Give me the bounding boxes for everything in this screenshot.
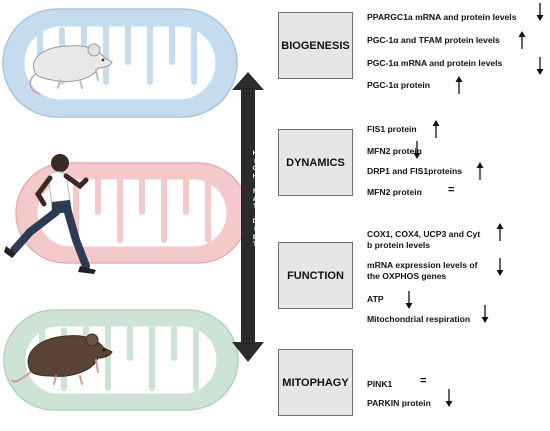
high-fat-diet-arrow-label: H I G H F A T D I E T — [252, 150, 258, 249]
decrease-arrow-icon — [496, 258, 504, 276]
effect-item-text: COX1, COX4, UCP3 and Cyt b protein level… — [367, 229, 481, 250]
category-box-function: FUNCTION — [278, 242, 353, 309]
category-label: FUNCTION — [287, 269, 344, 282]
effect-item: ATP — [367, 294, 384, 305]
category-label: MITOPHAGY — [282, 376, 349, 389]
effect-item-text: Mitochondrial respiration — [367, 314, 471, 324]
effect-item-text: MFN2 protein — [367, 187, 422, 197]
effect-item-text: DRP1 and FIS1proteins — [367, 166, 463, 176]
rat-icon — [11, 333, 113, 385]
mouse-icon — [29, 43, 113, 95]
effect-item: PINK1 — [367, 379, 392, 390]
effect-item-text: PPARGC1a mRNA and protein levels — [367, 12, 517, 22]
no-change-icon: = — [420, 375, 427, 387]
decrease-arrow-icon — [536, 3, 544, 21]
increase-arrow-icon — [496, 223, 504, 241]
effect-item: DRP1 and FIS1proteins — [367, 166, 462, 177]
effect-item-text: ATP — [367, 294, 384, 304]
increase-arrow-icon — [518, 31, 526, 49]
effect-item: COX1, COX4, UCP3 and Cyt b protein level… — [367, 229, 487, 250]
effect-item-text: PGC-1α protein — [367, 80, 431, 90]
effect-item: PGC-1α mRNA and protein levels — [367, 58, 502, 69]
no-change-icon: = — [448, 184, 455, 196]
category-box-dynamics: DYNAMICS — [278, 129, 353, 196]
effect-item-text: PARKIN protein — [367, 398, 431, 408]
effect-item: Mitochondrial respiration — [367, 314, 470, 325]
effect-item-text: PGC-1α mRNA and protein levels — [367, 58, 503, 68]
effect-item-text: FIS1 protein — [367, 124, 417, 134]
decrease-arrow-icon — [445, 389, 453, 407]
effect-item-text: PINK1 — [367, 379, 393, 389]
effect-item: MFN2 protein — [367, 187, 422, 198]
decrease-arrow-icon — [481, 305, 489, 323]
decrease-arrow-icon — [413, 141, 421, 159]
increase-arrow-icon — [455, 76, 463, 94]
effect-item: PGC-1α protein — [367, 80, 430, 91]
category-label: DYNAMICS — [286, 156, 345, 169]
increase-arrow-icon — [432, 120, 440, 138]
effect-item: mRNA expression levels of the OXPHOS gen… — [367, 260, 487, 281]
runner-icon — [4, 154, 96, 274]
effect-item-text: MFN2 protein — [367, 146, 422, 156]
decrease-arrow-icon — [536, 57, 544, 75]
effect-item: PARKIN protein — [367, 398, 431, 409]
increase-arrow-icon — [476, 162, 484, 180]
effect-item: FIS1 protein — [367, 124, 417, 135]
effect-item-text: mRNA expression levels of the OXPHOS gen… — [367, 260, 478, 281]
high-fat-diet-double-arrow — [232, 72, 264, 362]
effect-item-text: PGC-1α and TFAM protein levels — [367, 35, 500, 45]
effect-item: MFN2 protein — [367, 146, 422, 157]
mitochondrion-blue-icon — [2, 8, 238, 118]
effect-item: PPARGC1a mRNA and protein levels — [367, 12, 516, 23]
effect-item: PGC-1α and TFAM protein levels — [367, 35, 500, 46]
category-label: BIOGENESIS — [281, 39, 350, 52]
decrease-arrow-icon — [405, 291, 413, 309]
category-box-mitophagy: MITOPHAGY — [278, 349, 353, 416]
category-box-biogenesis: BIOGENESIS — [278, 12, 353, 79]
